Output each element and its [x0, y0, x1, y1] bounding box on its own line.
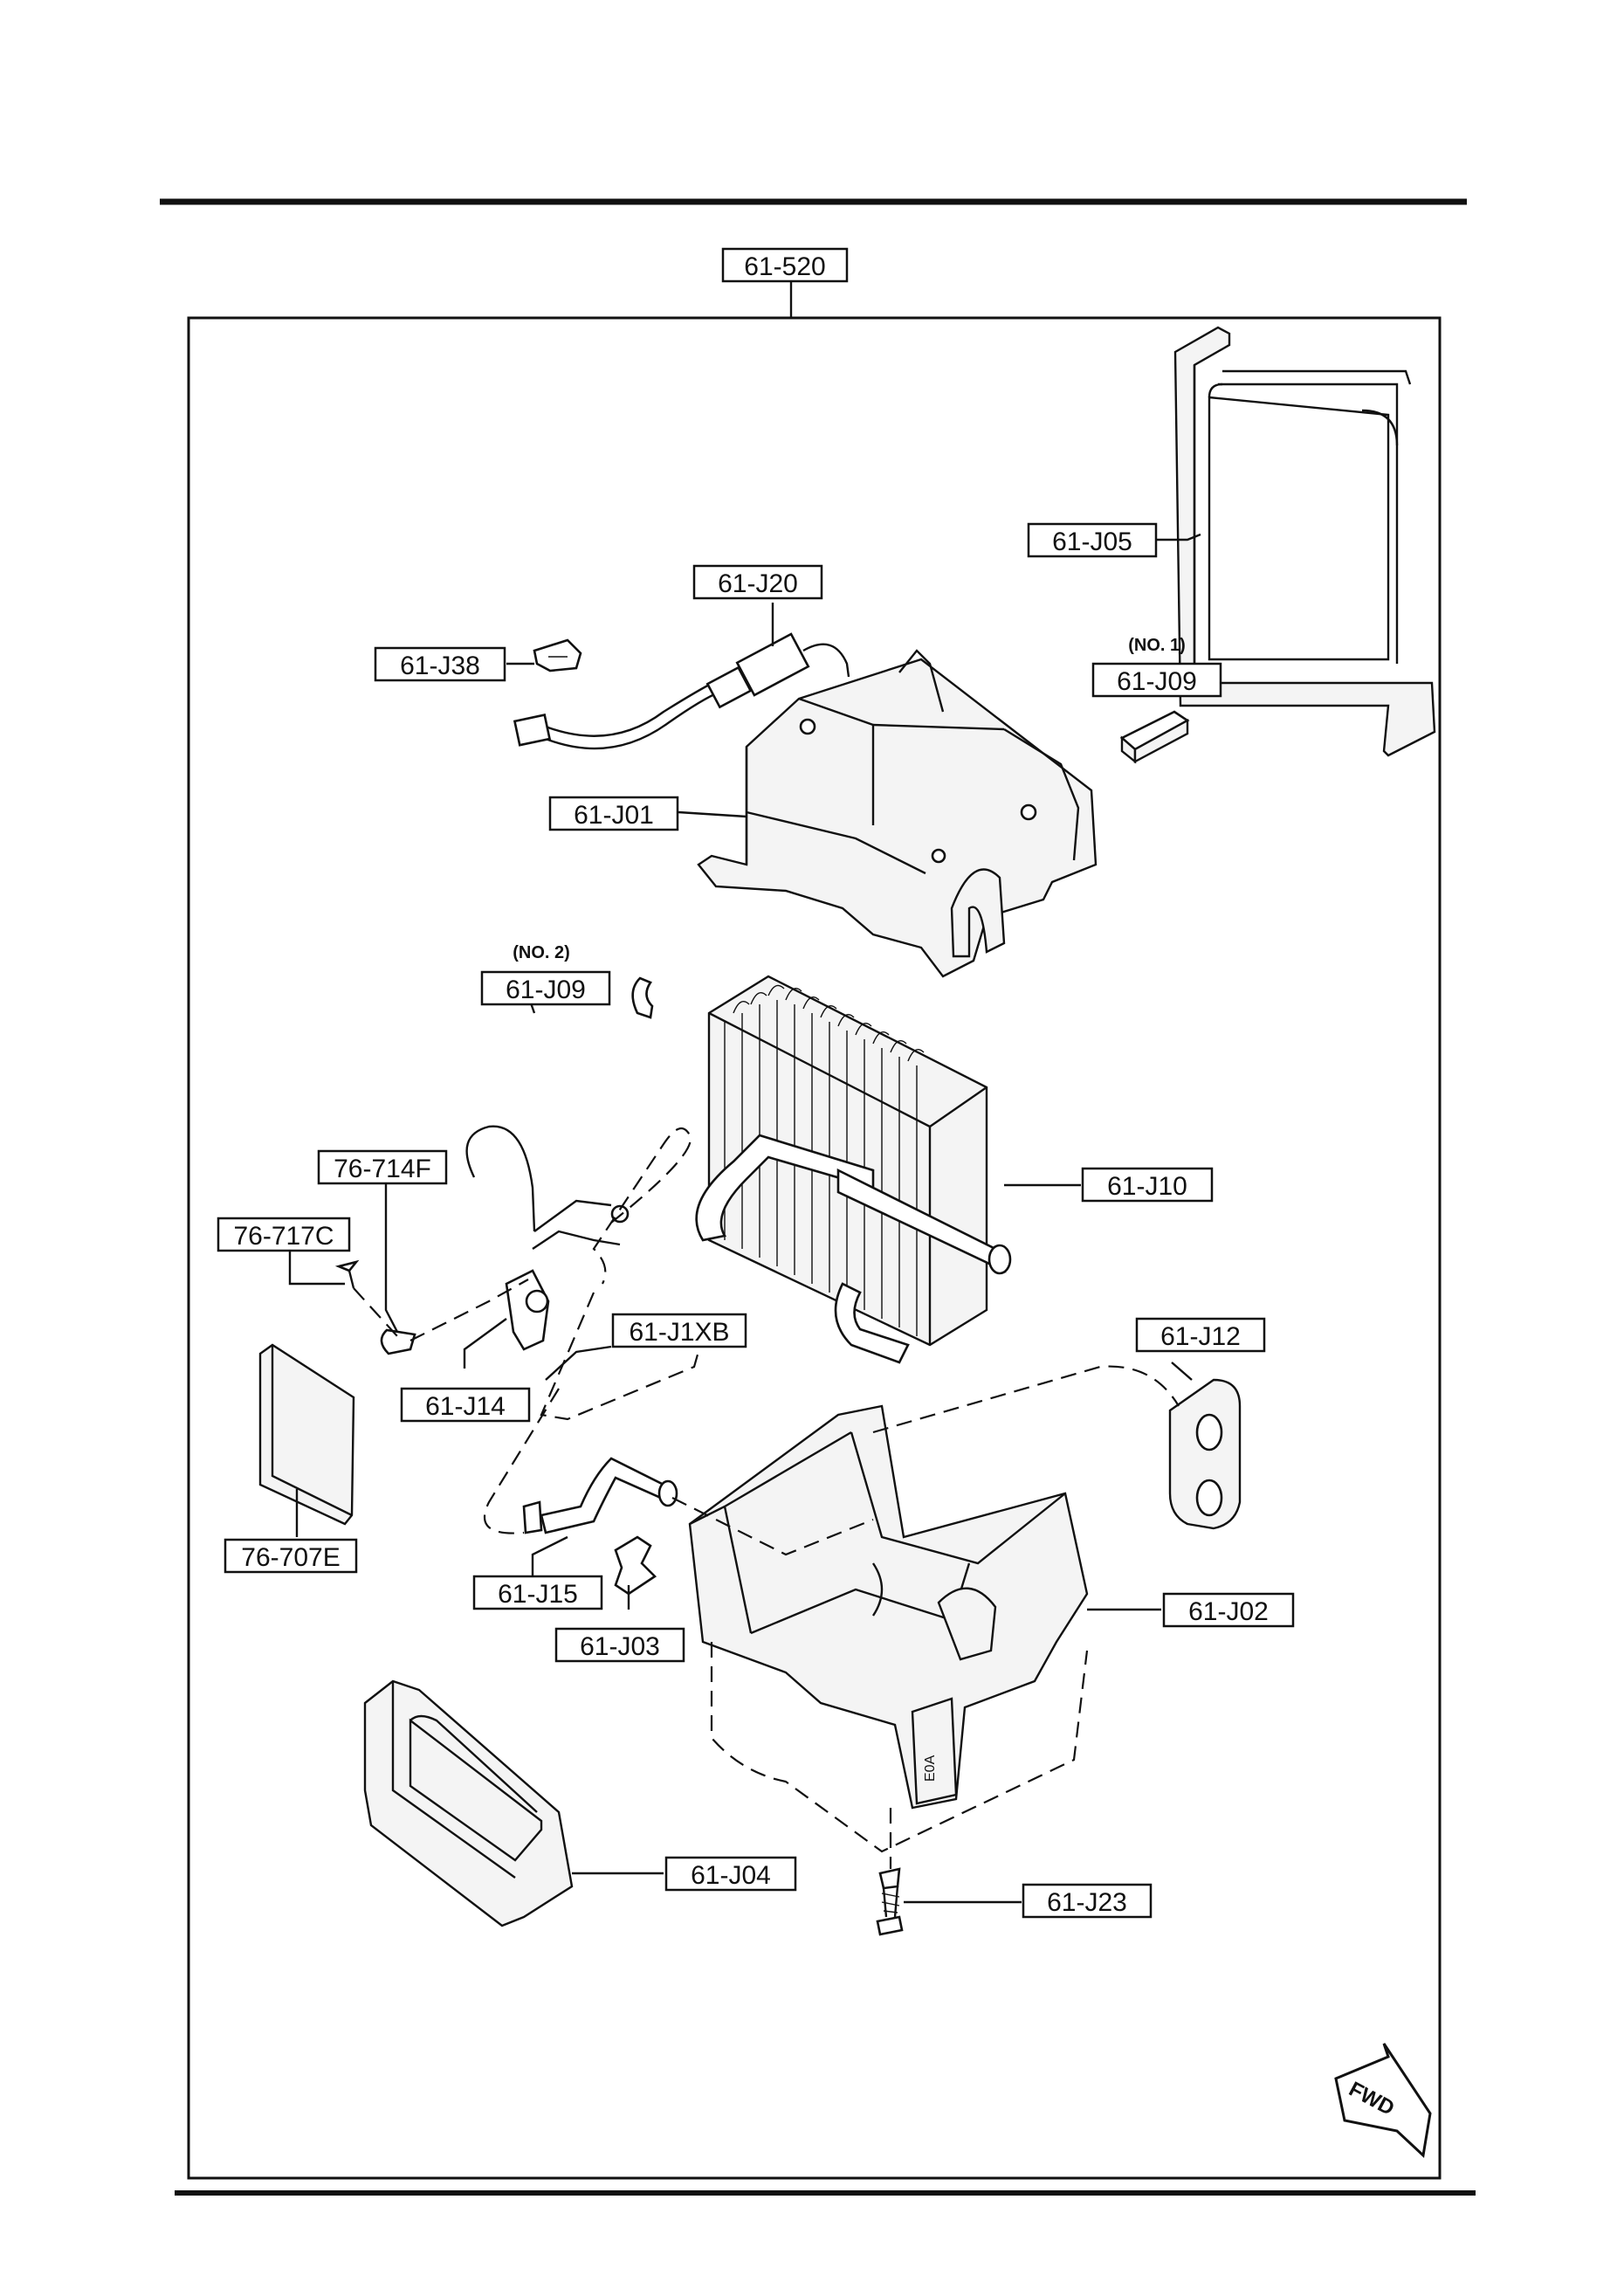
- fwd-arrow-icon: FWD: [1334, 2043, 1432, 2159]
- dash-j1xb: [540, 1292, 705, 1421]
- callout-61-j02: 61-J02: [1162, 1592, 1295, 1628]
- svg-text:E0A: E0A: [923, 1755, 938, 1782]
- callout-61-j09-no1: (NO. 1) 61-J09: [1091, 636, 1222, 698]
- callout-76-707e: 76-707E: [224, 1538, 358, 1574]
- callout-61-520: 61-520: [721, 247, 849, 283]
- callout-61-j20: 61-J20: [692, 564, 823, 600]
- svg-text:61-J03: 61-J03: [580, 1632, 660, 1661]
- callout-76-717c: 76-717C: [217, 1217, 351, 1252]
- callout-61-j14: 61-J14: [400, 1387, 531, 1423]
- grommet-j12: [1168, 1378, 1242, 1530]
- svg-text:(NO. 1): (NO. 1): [1128, 636, 1186, 655]
- dash-j15-case: [671, 1497, 874, 1556]
- callout-61-j01: 61-J01: [548, 796, 679, 831]
- screw-76-717c: [334, 1259, 360, 1289]
- assembly-frame: [187, 316, 1442, 2180]
- svg-text:61-J01: 61-J01: [574, 801, 654, 830]
- svg-text:61-520: 61-520: [744, 252, 825, 281]
- dash-j15-pipe: [484, 1388, 560, 1534]
- callout-61-j03: 61-J03: [554, 1627, 685, 1663]
- svg-text:(NO. 2): (NO. 2): [513, 943, 570, 962]
- dash-sensor-loop: [592, 1127, 692, 1285]
- dash-screw-clip: [353, 1287, 398, 1337]
- svg-text:61-J1XB: 61-J1XB: [629, 1318, 729, 1347]
- upper-case-j01: [697, 649, 1098, 978]
- callout-61-j12: 61-J12: [1135, 1317, 1266, 1353]
- svg-text:61-J04: 61-J04: [691, 1861, 771, 1890]
- callout-61-j1xb: 61-J1XB: [611, 1313, 747, 1348]
- svg-text:61-J20: 61-J20: [718, 569, 798, 598]
- filter-pad-76-707e: [258, 1343, 355, 1526]
- svg-text:61-J38: 61-J38: [400, 652, 480, 680]
- dash-clip-line: [409, 1279, 529, 1341]
- clip-j09-no2: [631, 976, 654, 1019]
- callout-61-j09-no2: (NO. 2) 61-J09: [480, 943, 611, 1006]
- svg-text:76-714F: 76-714F: [334, 1155, 431, 1183]
- lower-case-j02: E0A: [688, 1404, 1089, 1810]
- screw-j23: [876, 1867, 904, 1936]
- svg-text:61-J09: 61-J09: [506, 976, 586, 1004]
- pipe-j15: [522, 1457, 678, 1534]
- svg-text:76-717C: 76-717C: [233, 1222, 334, 1251]
- svg-text:61-J23: 61-J23: [1047, 1888, 1127, 1917]
- seal-frame-j04: [363, 1679, 574, 1927]
- foam-block-j09-no1: [1119, 710, 1190, 764]
- svg-text:61-J05: 61-J05: [1052, 527, 1132, 556]
- svg-text:61-J09: 61-J09: [1117, 667, 1197, 696]
- evaporator-core-j10: [695, 975, 1012, 1364]
- dash-grommet: [872, 1365, 1180, 1434]
- clip-j38: [533, 638, 582, 672]
- svg-text:61-J10: 61-J10: [1107, 1172, 1187, 1201]
- callout-61-j23: 61-J23: [1022, 1883, 1153, 1919]
- wiring-harness-j20: [513, 632, 850, 750]
- svg-text:61-J12: 61-J12: [1160, 1322, 1241, 1351]
- callout-76-714f: 76-714F: [317, 1149, 448, 1185]
- callout-61-j04: 61-J04: [664, 1856, 797, 1892]
- callout-61-j38: 61-J38: [374, 646, 506, 682]
- seal-frame-j05: [1173, 326, 1436, 757]
- svg-text:76-707E: 76-707E: [241, 1543, 340, 1572]
- svg-text:61-J14: 61-J14: [425, 1392, 506, 1421]
- sensor-j14-expansion-valve: [380, 1125, 630, 1355]
- callout-61-j05: 61-J05: [1027, 522, 1158, 558]
- dash-case-bottom: [710, 1642, 1089, 1853]
- gasket-j03: [614, 1535, 657, 1596]
- callout-61-j10: 61-J10: [1081, 1167, 1214, 1203]
- callout-61-j15: 61-J15: [472, 1575, 603, 1610]
- svg-text:61-J02: 61-J02: [1188, 1597, 1269, 1626]
- svg-text:61-J15: 61-J15: [498, 1580, 578, 1609]
